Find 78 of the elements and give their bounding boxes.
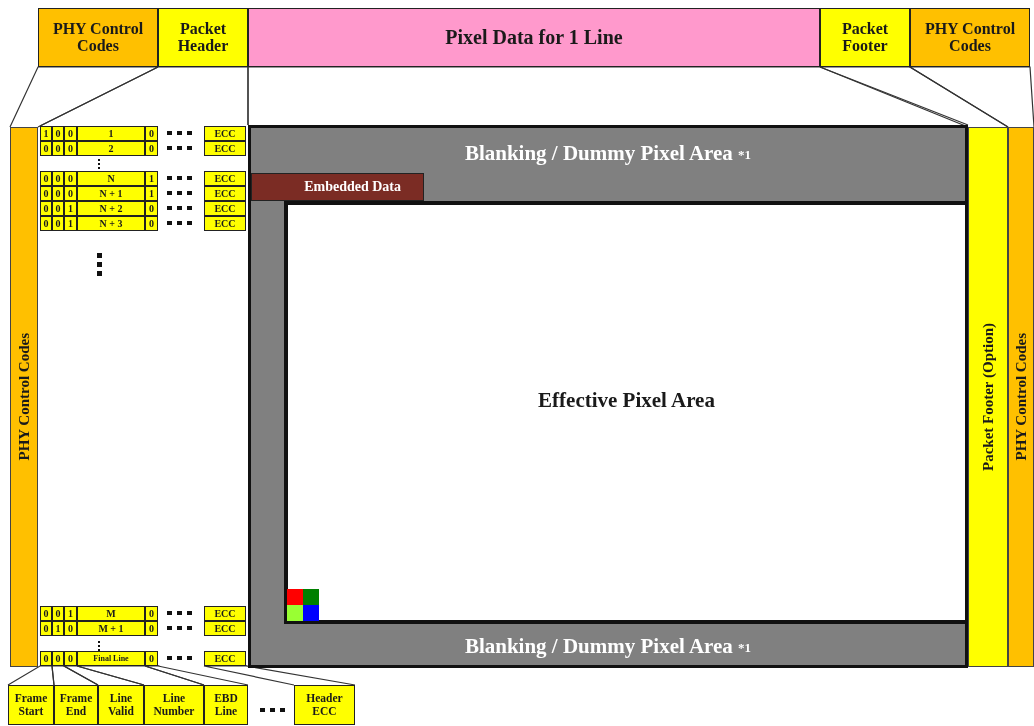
- header-table-cell: 0: [40, 141, 52, 156]
- header-table-cell: 0: [64, 171, 77, 186]
- expansion-line: [9, 66, 159, 128]
- header-table-cell: 0: [145, 621, 158, 636]
- header-table-cell: 0: [145, 216, 158, 231]
- header-table-cell: ECC: [204, 171, 246, 186]
- header-field-box: Frame End: [54, 685, 98, 725]
- header-table-cell: 0: [40, 621, 52, 636]
- header-table-cell: 0: [64, 141, 77, 156]
- packet-segment: PHY Control Codes: [38, 8, 158, 67]
- header-table-cell: N + 2: [77, 201, 145, 216]
- header-table-cell: N + 1: [77, 186, 145, 201]
- header-table-cell: 0: [40, 171, 52, 186]
- header-field-box: Header ECC: [294, 685, 355, 725]
- header-table-cell: 0: [145, 141, 158, 156]
- expansion-line: [247, 66, 969, 126]
- embedded-data-band: Embedded Data: [251, 173, 424, 201]
- area-label: Effective Pixel Area: [537, 387, 716, 414]
- header-table-cell: ECC: [204, 126, 246, 141]
- header-table-cell: 0: [64, 651, 77, 666]
- header-table-cell: 1: [52, 621, 64, 636]
- packet-segment: PHY Control Codes: [910, 8, 1030, 67]
- packet-footer-bar: Packet Footer (Option): [968, 127, 1008, 667]
- header-table-cell: 0: [64, 186, 77, 201]
- control-code-bar: PHY Control Codes: [1008, 127, 1034, 667]
- expansion-line: [907, 66, 1034, 128]
- header-table-cell: ECC: [204, 651, 246, 666]
- header-table-cell: N + 3: [77, 216, 145, 231]
- header-table-cell: 1: [40, 126, 52, 141]
- header-table-cell: 0: [64, 126, 77, 141]
- header-table-cell: M: [77, 606, 145, 621]
- header-table-cell: 0: [40, 216, 52, 231]
- header-table-cell: 0: [145, 201, 158, 216]
- header-table-cell: 0: [52, 651, 64, 666]
- expansion-line: [144, 665, 249, 686]
- header-field-box: EBD Line: [204, 685, 248, 725]
- header-table-cell: 0: [52, 606, 64, 621]
- header-table-cell: 0: [40, 186, 52, 201]
- header-table-cell: ECC: [204, 216, 246, 231]
- header-table-cell: 0: [145, 606, 158, 621]
- header-table-cell: 0: [52, 216, 64, 231]
- blanking-area: [248, 125, 968, 668]
- header-table-cell: ECC: [204, 186, 246, 201]
- header-table-cell: 0: [145, 126, 158, 141]
- control-code-bar: PHY Control Codes: [10, 127, 38, 667]
- header-table-cell: ECC: [204, 201, 246, 216]
- header-table-cell: ECC: [204, 606, 246, 621]
- header-table-cell: 0: [52, 141, 64, 156]
- expansion-line: [39, 66, 249, 127]
- header-field-box: Line Number: [144, 685, 204, 725]
- header-table-cell: 0: [40, 651, 52, 666]
- header-field-box: Frame Start: [8, 685, 54, 725]
- header-table-cell: 0: [52, 186, 64, 201]
- packet-segment: Pixel Data for 1 Line: [248, 8, 820, 67]
- header-table-cell: 1: [64, 216, 77, 231]
- header-table-cell: 0: [64, 621, 77, 636]
- header-table-cell: 0: [40, 606, 52, 621]
- header-table-cell: 0: [52, 126, 64, 141]
- header-table-cell: 0: [52, 201, 64, 216]
- header-table-cell: 1: [145, 171, 158, 186]
- header-table-cell: 1: [77, 126, 145, 141]
- header-table-cell: 0: [40, 201, 52, 216]
- header-table-cell: 2: [77, 141, 145, 156]
- header-table-cell: 0: [145, 651, 158, 666]
- header-table-cell: ECC: [204, 621, 246, 636]
- header-table-cell: 1: [64, 606, 77, 621]
- header-field-box: Line Valid: [98, 685, 144, 725]
- packet-segment: Packet Header: [158, 8, 248, 67]
- effective-pixel-area: [284, 201, 965, 624]
- header-table-cell: N: [77, 171, 145, 186]
- packet-segment: Packet Footer: [820, 8, 910, 67]
- header-table-cell: ECC: [204, 141, 246, 156]
- header-table-cell: 0: [52, 171, 64, 186]
- header-table-cell: 1: [145, 186, 158, 201]
- header-table-cell: M + 1: [77, 621, 145, 636]
- header-table-cell: 1: [64, 201, 77, 216]
- header-table-cell: Final Line: [77, 651, 145, 666]
- expansion-line: [203, 665, 356, 686]
